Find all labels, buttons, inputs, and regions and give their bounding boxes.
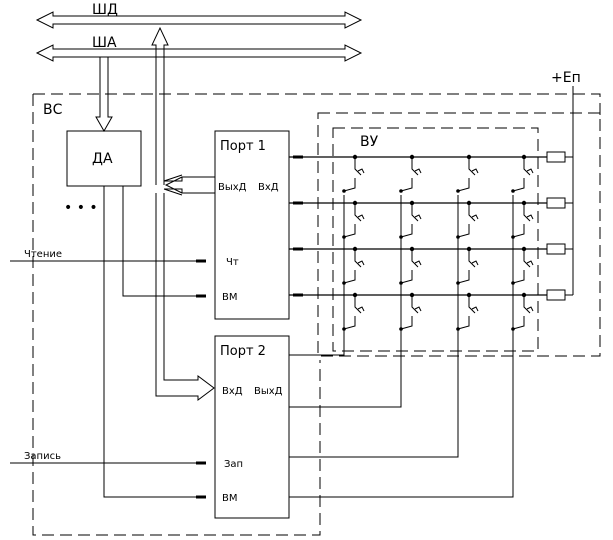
junction-dot bbox=[399, 281, 403, 285]
junction-dot bbox=[466, 246, 472, 252]
port1-read-label: Чт bbox=[226, 257, 239, 268]
key-switch bbox=[512, 249, 534, 284]
junction-dot bbox=[456, 235, 460, 239]
read-signal-label: Чтение bbox=[24, 249, 62, 260]
key-switch bbox=[512, 295, 534, 330]
junction-dot bbox=[399, 235, 403, 239]
address-bus: ША bbox=[35, 35, 363, 62]
port1-select-label: ВМ bbox=[222, 292, 238, 303]
junction-dot bbox=[511, 327, 515, 331]
port1-box bbox=[214, 130, 290, 320]
port1-in-label: ВхД bbox=[258, 182, 279, 193]
device-boundary bbox=[332, 127, 539, 352]
key-switch bbox=[457, 249, 479, 284]
junction-dot bbox=[342, 235, 346, 239]
key-switch bbox=[512, 157, 534, 192]
junction-dot bbox=[342, 281, 346, 285]
key-switch bbox=[343, 157, 365, 192]
key-switch bbox=[400, 295, 422, 330]
port2-title: Порт 2 bbox=[220, 344, 266, 359]
port2-out-label: ВыхД bbox=[254, 386, 283, 397]
decoder-select-port2 bbox=[103, 186, 206, 498]
key-switch bbox=[343, 249, 365, 284]
key-switch bbox=[343, 203, 365, 238]
key-switch bbox=[457, 295, 479, 330]
data-bus-label: ШД bbox=[92, 2, 118, 18]
decoder-label: ДА bbox=[92, 151, 113, 167]
key-switch bbox=[343, 295, 365, 330]
system-boundary bbox=[32, 93, 601, 536]
junction-dot bbox=[342, 327, 346, 331]
junction-dot bbox=[511, 189, 515, 193]
row-lines bbox=[289, 155, 547, 297]
device-label: ВУ bbox=[360, 134, 379, 150]
pull-up-resistors bbox=[546, 86, 574, 301]
port1-out-label: ВыхД bbox=[218, 182, 247, 193]
port2-box bbox=[214, 335, 290, 519]
key-switch bbox=[400, 249, 422, 284]
junction-dot bbox=[521, 200, 527, 206]
key-switch bbox=[457, 157, 479, 192]
junction-dot bbox=[511, 235, 515, 239]
junction-dot bbox=[521, 154, 527, 160]
decoder-select-port1 bbox=[122, 186, 206, 297]
junction-dot bbox=[409, 246, 415, 252]
junction-dot bbox=[409, 154, 415, 160]
port2-select-label: ВМ bbox=[222, 493, 238, 504]
junction-dot bbox=[456, 189, 460, 193]
port2-write-label: Зап bbox=[224, 459, 243, 470]
key-switch bbox=[400, 157, 422, 192]
port2-in-label: ВхД bbox=[222, 386, 243, 397]
junction-dot bbox=[456, 281, 460, 285]
junction-dot bbox=[409, 292, 415, 298]
device-outer-boundary bbox=[317, 112, 601, 357]
junction-dot bbox=[456, 327, 460, 331]
port2-in-arrow bbox=[155, 193, 215, 401]
key-switch bbox=[400, 203, 422, 238]
junction-dot bbox=[521, 292, 527, 298]
junction-dot bbox=[342, 189, 346, 193]
address-bus-label: ША bbox=[92, 35, 117, 51]
junction-dot bbox=[399, 327, 403, 331]
junction-dot bbox=[466, 200, 472, 206]
junction-dot bbox=[511, 281, 515, 285]
junction-dot bbox=[399, 189, 403, 193]
key-switch bbox=[457, 203, 479, 238]
junction-dots bbox=[342, 154, 527, 331]
key-switch bbox=[512, 203, 534, 238]
key-matrix bbox=[343, 157, 534, 330]
junction-dot bbox=[352, 246, 358, 252]
junction-dot bbox=[521, 246, 527, 252]
write-signal-label: Запись bbox=[24, 451, 61, 462]
system-label: ВС bbox=[43, 102, 63, 118]
junction-dot bbox=[352, 292, 358, 298]
junction-dot bbox=[466, 292, 472, 298]
junction-dot bbox=[352, 154, 358, 160]
junction-dot bbox=[409, 200, 415, 206]
data-bus-riser bbox=[151, 26, 169, 185]
junction-dot bbox=[352, 200, 358, 206]
ellipsis: • • • bbox=[64, 200, 98, 216]
data-bus: ШД bbox=[35, 2, 363, 29]
junction-dot bbox=[466, 154, 472, 160]
column-lines bbox=[289, 195, 514, 498]
power-label: +Еп bbox=[551, 70, 581, 86]
port1-title: Порт 1 bbox=[220, 139, 266, 154]
port1-out-arrow bbox=[164, 176, 216, 194]
